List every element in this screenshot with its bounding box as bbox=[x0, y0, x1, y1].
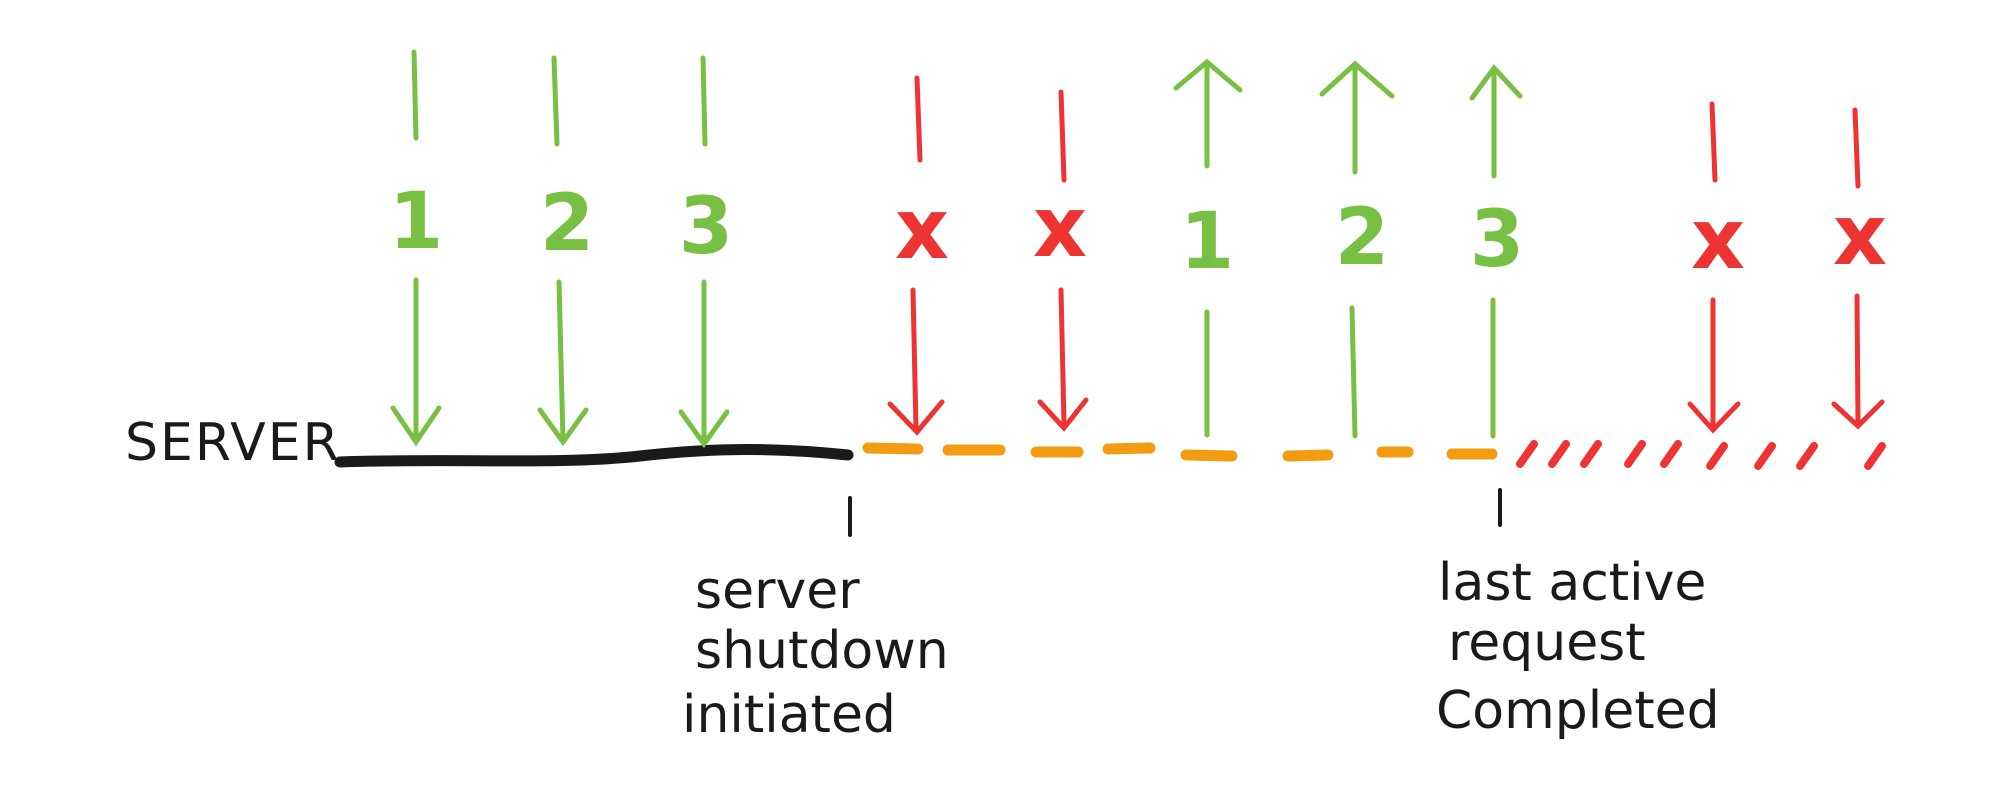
rejected-request-2-mark: x bbox=[1033, 178, 1087, 276]
annotation-shutdown-line-2: shutdown bbox=[695, 621, 949, 681]
request-1-arrow bbox=[390, 49, 442, 447]
timeline-active-segment bbox=[334, 444, 854, 468]
response-2-label: 2 bbox=[1335, 193, 1389, 283]
annotation-completed-line-3: Completed bbox=[1436, 681, 1720, 741]
response-3-arrow bbox=[1469, 64, 1523, 439]
request-1-label: 1 bbox=[389, 177, 443, 267]
annotation-completed-line-2: request bbox=[1448, 613, 1646, 673]
post-rejected-1-arrow bbox=[1687, 101, 1741, 434]
server-label: SERVER bbox=[125, 413, 341, 473]
request-2-label: 2 bbox=[540, 179, 594, 269]
annotation-last-request-completed: last active request Completed bbox=[1436, 553, 1720, 741]
response-2-arrow bbox=[1319, 60, 1395, 439]
post-rejected-1-mark: x bbox=[1691, 190, 1745, 288]
request-2-arrow bbox=[537, 55, 589, 447]
request-3-arrow bbox=[678, 55, 730, 449]
rejected-request-1-arrow bbox=[887, 75, 945, 436]
post-rejected-2-mark: x bbox=[1833, 186, 1887, 284]
annotation-shutdown-line-1: server bbox=[695, 561, 860, 621]
annotation-shutdown-line-3: initiated bbox=[682, 685, 896, 745]
rejected-request-2-arrow bbox=[1037, 89, 1089, 432]
timeline-draining-segment bbox=[862, 442, 1498, 462]
response-3-label: 3 bbox=[1470, 195, 1524, 285]
response-1-label: 1 bbox=[1180, 197, 1234, 287]
request-3-label: 3 bbox=[679, 182, 733, 272]
annotation-completed-line-1: last active bbox=[1438, 553, 1706, 613]
response-1-arrow bbox=[1173, 58, 1243, 438]
post-rejected-2-arrow bbox=[1831, 107, 1885, 430]
rejected-request-1-mark: x bbox=[895, 180, 949, 278]
annotation-shutdown-initiated: server shutdown initiated bbox=[682, 561, 949, 745]
timeline-closed-segment bbox=[1516, 440, 1886, 470]
